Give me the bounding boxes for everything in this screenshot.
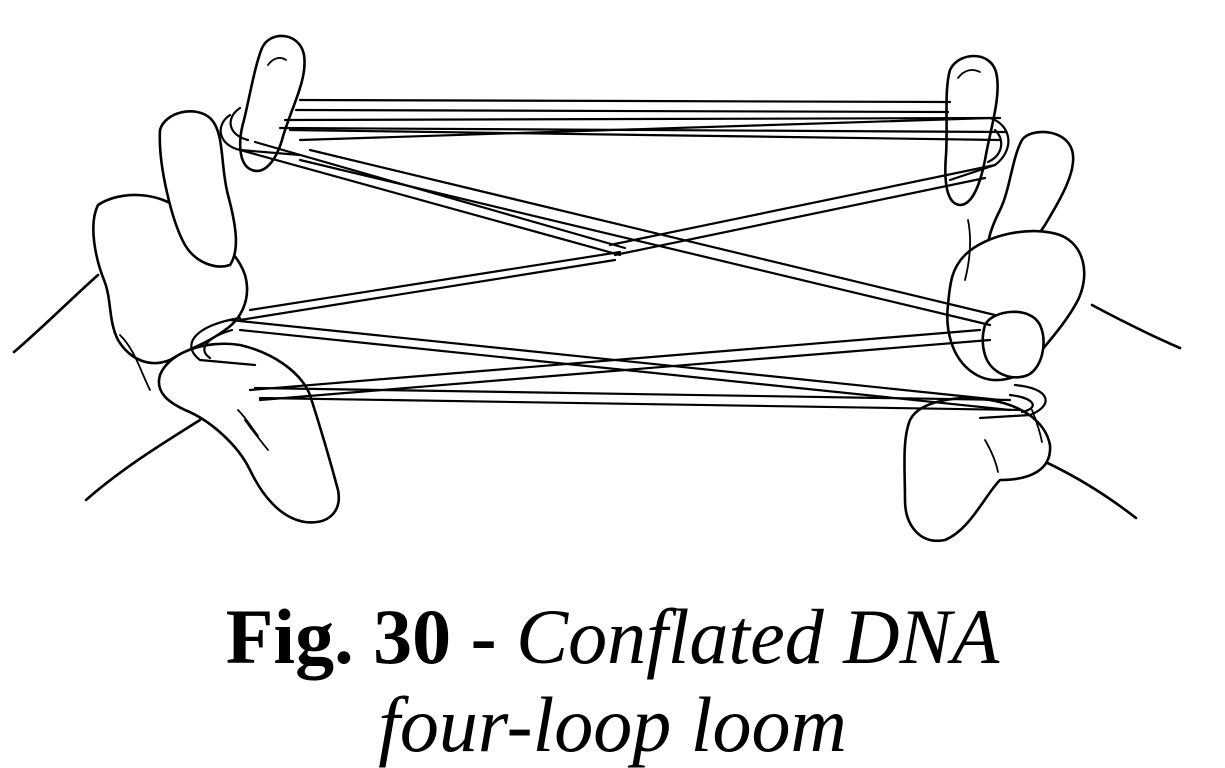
right-hand-icon xyxy=(903,54,1086,543)
right-arm-upper-line xyxy=(1090,303,1182,350)
figure-title-line-2: four-loop loom xyxy=(378,681,847,768)
caption-line-1: Fig. 30 - Conflated DNA xyxy=(0,598,1225,682)
figure-title-line-1: Conflated DNA xyxy=(516,593,1000,680)
left-arm-upper-line xyxy=(12,273,100,354)
caption-line-2: four-loop loom xyxy=(0,686,1225,764)
string-loops xyxy=(190,98,1047,420)
figure-label: Fig. 30 - xyxy=(225,593,497,680)
figure-caption: Fig. 30 - Conflated DNA four-loop loom xyxy=(0,598,1225,764)
left-arm-lower-line xyxy=(84,418,202,502)
left-hand-icon xyxy=(92,34,341,524)
string-figure-illustration xyxy=(12,34,1182,543)
